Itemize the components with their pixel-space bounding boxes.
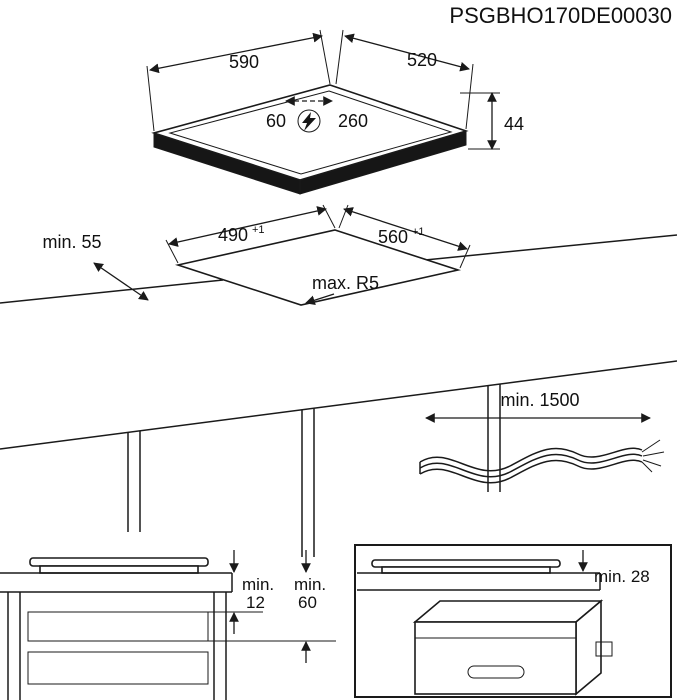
ext-line (465, 63, 474, 130)
connection-offset-right-label: 260 (338, 111, 368, 131)
cable-length-label: min. 1500 (500, 390, 579, 410)
side-clearance-label: min. 55 (42, 232, 101, 252)
connection-offset-left-label: 60 (266, 111, 286, 131)
worktop-back-edge-left (0, 279, 224, 304)
detail-box-border (354, 544, 672, 698)
cable-wire-ends (641, 439, 665, 473)
drawer-clearance-view: min. 12 min. 60 (0, 550, 336, 700)
dim-arrow-490 (168, 206, 327, 247)
hob-isometric-view: 590 520 44 60 260 (146, 29, 524, 195)
oven-door-handle (467, 665, 525, 679)
hob-profile-body (381, 566, 551, 574)
worktop-back-edge-right (424, 234, 677, 261)
dim-arrow-560 (343, 207, 468, 251)
oven-front-face (414, 621, 577, 695)
dim-arrow-520 (344, 33, 470, 72)
ext-line (338, 204, 349, 229)
corner-radius-arrow (305, 293, 335, 305)
dim-arrow-55 (93, 262, 149, 301)
cutout-width-label: 490 (218, 225, 248, 245)
cable-diagram: min. 1500 (419, 390, 665, 484)
ext-line (146, 65, 155, 132)
corner-radius-label: max. R5 (312, 273, 379, 293)
ext-line (459, 244, 471, 269)
ext-line (319, 29, 331, 85)
hob-top-face (151, 84, 469, 181)
oven-clearance-label: min. 28 (594, 567, 650, 586)
drawer-min-word-2: min. (294, 575, 326, 594)
dim-arrow-590 (149, 32, 323, 74)
drawer-clearance-12: 12 (246, 593, 265, 612)
hob-thickness-label: 44 (504, 114, 524, 134)
drawer-front-lower (27, 651, 209, 685)
cutout-depth-label: 560 (378, 227, 408, 247)
cutout-depth-tolerance: +1 (412, 226, 425, 238)
built-in-oven (412, 599, 613, 696)
hob-width-label: 590 (229, 52, 259, 72)
hob-top-inner-edge (168, 90, 453, 175)
oven-side-latch (595, 641, 613, 657)
hob-profile-top (29, 557, 209, 567)
drawer-clearance-60: 60 (298, 593, 317, 612)
oven-clearance-view: min. 28 (354, 544, 672, 698)
drawer-min-word-1: min. (242, 575, 274, 594)
lightning-bolt-icon (302, 112, 316, 131)
cutout-width-tolerance: +1 (252, 224, 265, 236)
oven-top-face (412, 600, 604, 623)
cabinet-panels (127, 384, 501, 557)
ext-line (335, 29, 344, 85)
cable-drawing (419, 439, 665, 484)
power-connection-symbol (297, 109, 321, 133)
hob-depth-label: 520 (407, 50, 437, 70)
hob-profile-top (371, 559, 561, 568)
ext-line (322, 204, 336, 229)
ext-line (165, 239, 179, 264)
drawer-front-upper (27, 611, 209, 642)
cabinet-side-panels (7, 592, 227, 700)
power-connection-circle (297, 109, 321, 133)
document-code: PSGBHO170DE00030 (449, 3, 672, 28)
hob-profile-body (39, 565, 199, 574)
worktop-front-edge (0, 360, 677, 450)
worktop-cutout-view: 490 +1 560 +1 min. 55 max. R5 (0, 204, 677, 557)
